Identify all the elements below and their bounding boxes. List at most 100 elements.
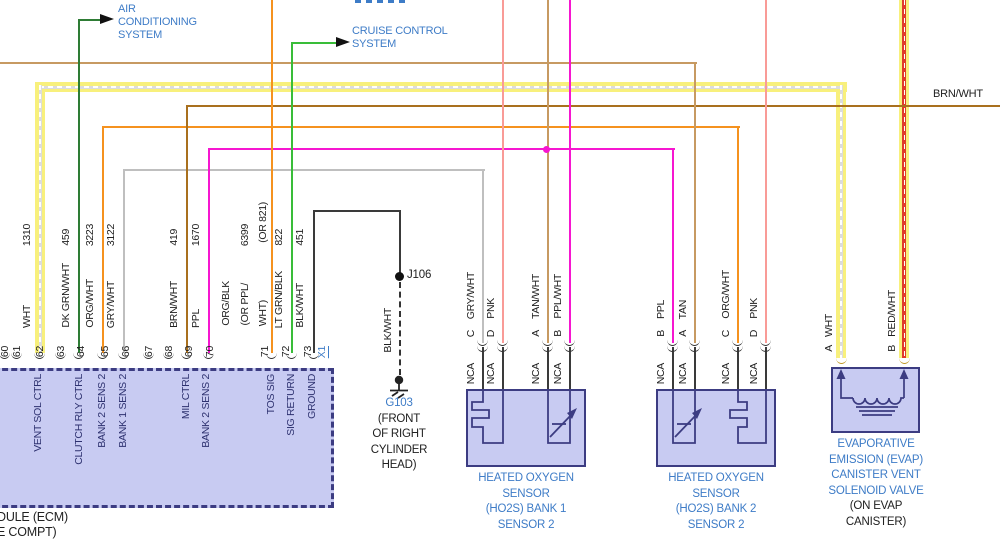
junction-dot-ppl	[542, 145, 550, 153]
pin-bracket-65	[97, 352, 108, 359]
wire-orgwht-b2-c	[736, 126, 740, 343]
wire-brnwht-run	[185, 105, 1000, 108]
wire-grywht-run	[122, 169, 485, 172]
b2-term-b: NCA	[655, 362, 667, 384]
ho2s-bank1-box[interactable]	[466, 389, 586, 467]
b1-cap-4: SENSOR 2	[497, 518, 555, 531]
g103-loc-1: (FRONT	[377, 412, 421, 425]
pin-bracket-71	[266, 352, 277, 359]
j106-label[interactable]: J106	[407, 269, 432, 281]
wire-color-65: ORG/WHT	[84, 279, 96, 328]
g103-loc-4: HEAD)	[381, 459, 417, 471]
circuit-62: 1310	[21, 223, 33, 246]
pin-bracket-b1-c2	[477, 345, 488, 352]
evap-cap-2[interactable]: EMISSION (EVAP)	[829, 453, 923, 466]
g103-id[interactable]: G103	[385, 397, 413, 409]
wire-color-72: LT GRN/BLK	[273, 270, 285, 328]
stub-nca-b2-d	[764, 347, 768, 391]
evap-valve-box[interactable]	[831, 367, 920, 433]
b2-pin-color-c: ORG/WHT	[720, 270, 732, 319]
b2-cap-3: (HO2S) BANK 2	[675, 503, 757, 515]
circuit-71: 6399	[239, 223, 251, 246]
b2-term-d: NCA	[748, 362, 760, 384]
wire-wht-dash-evap-a	[840, 85, 843, 358]
air-line-3: SYSTEM	[118, 29, 163, 41]
cruise-line-2: SYSTEM	[352, 38, 397, 50]
b2-cap-4: SENSOR 2	[687, 518, 745, 531]
pin-bracket-67	[143, 352, 154, 359]
evap-pin-color-a: WHT	[823, 313, 835, 337]
evap-cap-3[interactable]: CANISTER VENT	[831, 469, 921, 481]
pin-bracket-63	[55, 352, 66, 359]
b2-pin-color-d: PNK	[748, 298, 760, 319]
pin-bracket-b1-b2	[564, 345, 575, 352]
ho2s-bank1-caption[interactable]: HEATED OXYGEN SENSOR (HO2S) BANK 1 SENSO…	[441, 471, 611, 533]
b1-pin-letter-c: C	[465, 329, 477, 337]
circuit-66: 3122	[105, 223, 117, 246]
evap-pin-color-b: RED/WHT	[886, 290, 898, 337]
brnwht-run-label: BRN/WHT	[933, 88, 983, 100]
b1-pin-letter-b: B	[552, 330, 564, 337]
b2-pin-color-b: PPL	[655, 300, 667, 319]
b2-pin-letter-c: C	[720, 329, 732, 337]
ho2s-bank2-caption[interactable]: HEATED OXYGEN SENSOR (HO2S) BANK 2 SENSO…	[631, 471, 801, 533]
wire-wht-dash-v62	[39, 85, 42, 353]
pin-bracket-73	[308, 352, 319, 359]
pin-bracket-b2-a2	[689, 345, 700, 352]
wire-color-71: ORG/BLK	[220, 281, 232, 326]
wire-ppl-run	[207, 148, 675, 151]
pin-bracket-b1-a2	[542, 345, 553, 352]
circuit-73: 451	[294, 229, 306, 246]
circuit-71-alt: (OR 821)	[257, 202, 269, 243]
wire-ppl-pin70	[207, 148, 211, 353]
stub-nca-b1-a	[546, 347, 550, 391]
b1-pin-color-a: TAN/WHT	[530, 274, 542, 319]
evap-cap-4[interactable]: SOLENOID VALVE	[828, 484, 924, 497]
wire-wht-dash-h	[39, 86, 843, 88]
b1-term-a: NCA	[530, 362, 542, 384]
pin-bracket-b2-d2	[760, 345, 771, 352]
ecm-box[interactable]	[0, 368, 334, 508]
pin-bracket-61	[11, 352, 22, 359]
wire-color-70: PPL	[190, 309, 202, 328]
wire-tan-run	[0, 62, 697, 65]
pin-bracket-b2-b2	[667, 345, 678, 352]
g103-loc-2: OF RIGHT	[372, 428, 426, 440]
wire-color-73: BLK/WHT	[294, 283, 306, 328]
cruise-line-1: CRUISE CONTROL	[352, 25, 448, 37]
evap-cap-1[interactable]: EVAPORATIVE	[837, 438, 915, 450]
wire-grywht-pin66	[122, 169, 126, 353]
stub-nca-b1-d	[501, 347, 505, 391]
wire-color-71-alt1: (OR PPL/	[239, 283, 251, 326]
wire-pnk-b1-d	[501, 0, 505, 343]
stub-nca-b1-c	[481, 347, 485, 391]
air-line-2: CONDITIONING	[118, 16, 197, 28]
evap-loc-2: CANISTER)	[845, 515, 907, 528]
b1-term-b: NCA	[552, 362, 564, 384]
wire-blkwht-to-j106	[398, 210, 402, 278]
air-conditioning-link[interactable]: AIR CONDITIONING SYSTEM	[118, 3, 197, 42]
b1-pin-letter-a: A	[530, 330, 542, 337]
wire-blkwht-run	[312, 210, 401, 213]
wire-dkgrnwht-pin64	[77, 19, 81, 353]
pin-bracket-69	[181, 352, 192, 359]
ecm-name-partial[interactable]: DULE (ECM)	[0, 510, 68, 524]
b1-term-d: NCA	[485, 362, 497, 384]
cruise-control-link[interactable]: CRUISE CONTROL SYSTEM	[352, 25, 448, 51]
b1-pin-letter-d: D	[485, 329, 497, 337]
b2-pin-color-a: TAN	[677, 299, 689, 319]
wire-color-64: DK GRN/WHT	[60, 263, 72, 328]
evap-pin-letter-a: A	[823, 345, 835, 352]
pin-bracket-64	[73, 352, 84, 359]
b1-pin-color-c: GRY/WHT	[465, 271, 477, 319]
g103-caption: G103 (FRONT OF RIGHT CYLINDER HEAD)	[340, 396, 458, 474]
ho2s-bank2-box[interactable]	[656, 389, 776, 467]
wire-brnwht-pin69	[185, 105, 189, 353]
pin-bracket-70	[203, 352, 214, 359]
evap-loc-1: (ON EVAP	[849, 500, 903, 512]
wire-blkwht-dashed-ground	[398, 282, 401, 375]
wire-blkwht-pin73	[312, 210, 316, 353]
b1-pin-color-b: PPL/WHT	[552, 274, 564, 319]
b2-term-c: NCA	[720, 362, 732, 384]
